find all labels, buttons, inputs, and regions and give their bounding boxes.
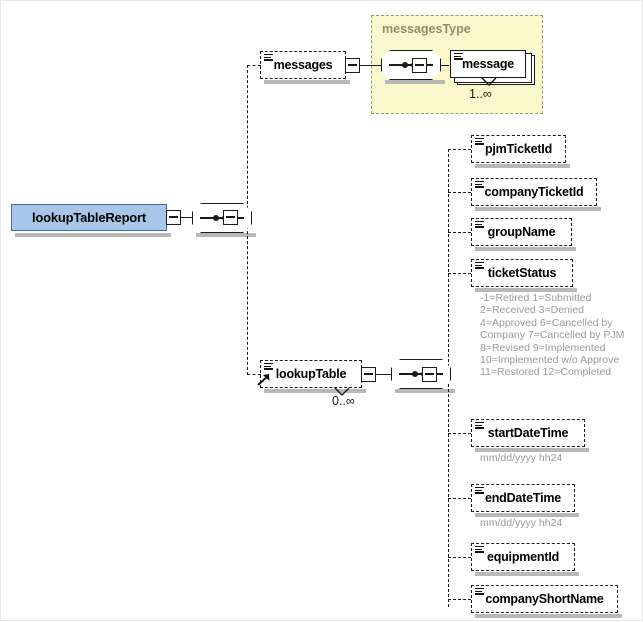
shadow-enddatetime (475, 513, 579, 517)
connector-messages-to-sequence (360, 64, 382, 66)
element-message-label: message (461, 57, 515, 71)
sequence-compositor-icon-root[interactable] (192, 203, 252, 233)
element-lines-icon-equipmentid (475, 546, 484, 553)
connector-spine-to-enddatetime (448, 498, 471, 499)
shadow-startdatetime (475, 448, 589, 452)
messages-shadow (264, 80, 350, 84)
expand-collapse-icon-messages-sequence[interactable] (412, 57, 427, 73)
repeat-caret-icon-message (481, 77, 497, 86)
element-label-equipmentid: equipmentId (486, 550, 560, 564)
annotation-enddatetime: mm/dd/yyyy hh24 (480, 517, 563, 529)
element-lines-icon-messages (264, 54, 273, 61)
annotation-startdatetime: mm/dd/yyyy hh24 (480, 452, 563, 464)
shadow-companyticketid (475, 207, 601, 211)
element-label-companyticketid: companyTicketId (484, 185, 584, 199)
element-equipmentid[interactable]: equipmentId (471, 543, 575, 571)
element-ticketstatus[interactable]: ticketStatus (471, 259, 573, 287)
connector-spine-to-startdatetime (448, 433, 471, 434)
messages-sequence-shadow (385, 80, 445, 84)
root-shadow (15, 233, 171, 237)
root-element-lookuptablereport[interactable]: lookupTableReport (11, 204, 167, 231)
shadow-groupname (475, 247, 576, 251)
element-messages[interactable]: messages (260, 51, 346, 79)
connector-root-to-sequence (181, 217, 193, 219)
element-lines-icon-pjmticketid (475, 138, 484, 145)
type-container-label: messagesType (382, 22, 471, 36)
element-lookuptable-label: lookupTable (275, 367, 347, 381)
element-label-groupname: groupName (487, 225, 556, 239)
connector-root-to-lookuptable (247, 374, 261, 375)
element-companyticketid[interactable]: companyTicketId (471, 178, 597, 206)
expand-collapse-icon-messages[interactable] (345, 57, 360, 73)
connector-spine-to-ticketstatus (448, 273, 471, 274)
element-lookuptable[interactable]: lookupTable (260, 360, 362, 388)
shadow-pjmticketid (475, 164, 570, 168)
element-lines-icon-message (454, 53, 463, 60)
connector-spine-to-equipmentid (448, 557, 471, 558)
expand-collapse-icon-root-sequence[interactable] (223, 210, 238, 225)
repeat-caret-icon-lookuptable (334, 387, 350, 396)
element-label-ticketstatus: ticketStatus (487, 266, 557, 280)
element-message[interactable]: message (450, 50, 526, 78)
lookuptable-shadow (264, 389, 366, 393)
connector-spine-to-companyticketid (448, 192, 471, 193)
element-lines-icon-ticketstatus (475, 262, 484, 269)
root-element-label: lookupTableReport (31, 210, 147, 225)
element-lines-icon-enddatetime (475, 487, 484, 494)
expand-collapse-icon-lookuptable[interactable] (361, 366, 376, 382)
element-lines-icon-groupname (475, 221, 484, 228)
element-lines-icon-companyshortname (475, 588, 484, 595)
shadow-ticketstatus (475, 288, 577, 292)
cardinality-message: 1..∞ (469, 87, 492, 101)
element-startdatetime[interactable]: startDateTime (471, 419, 585, 447)
element-label-companyshortname: companyShortName (485, 592, 604, 606)
substitution-arrow-icon-lookuptable (257, 373, 271, 392)
annotation-ticketstatus: -1=Retired 1=Submitted 2=Received 3=Deni… (480, 292, 625, 379)
element-label-startdatetime: startDateTime (487, 426, 569, 440)
element-groupname[interactable]: groupName (471, 218, 572, 246)
connector-spine-to-companyshortname (448, 599, 471, 600)
connector-lookuptable-to-sequence (376, 373, 392, 375)
element-messages-label: messages (273, 58, 333, 72)
element-pjmticketid[interactable]: pjmTicketId (471, 135, 566, 163)
expand-collapse-icon-lookuptable-sequence[interactable] (422, 366, 437, 382)
expand-collapse-icon-root[interactable] (166, 210, 181, 225)
element-label-pjmticketid: pjmTicketId (484, 142, 553, 156)
element-companyshortname[interactable]: companyShortName (471, 585, 618, 613)
cardinality-lookuptable: 0..∞ (332, 394, 355, 408)
element-lines-icon-companyticketid (475, 181, 484, 188)
connector-spine-to-pjmticketid (448, 149, 471, 150)
sequence-compositor-icon-messages[interactable] (381, 50, 441, 80)
element-lines-icon-lookuptable (264, 363, 273, 370)
element-label-enddatetime: endDateTime (484, 491, 562, 505)
sequence-compositor-icon-lookuptable[interactable] (391, 359, 451, 389)
shadow-equipmentid (475, 572, 579, 576)
connector-root-to-messages (247, 65, 261, 66)
lookuptable-sequence-shadow (395, 389, 455, 393)
element-enddatetime[interactable]: endDateTime (471, 484, 575, 512)
element-lines-icon-startdatetime (475, 422, 484, 429)
connector-spine-to-groupname (448, 232, 471, 233)
root-sequence-shadow (196, 233, 256, 237)
shadow-companyshortname (475, 614, 622, 618)
